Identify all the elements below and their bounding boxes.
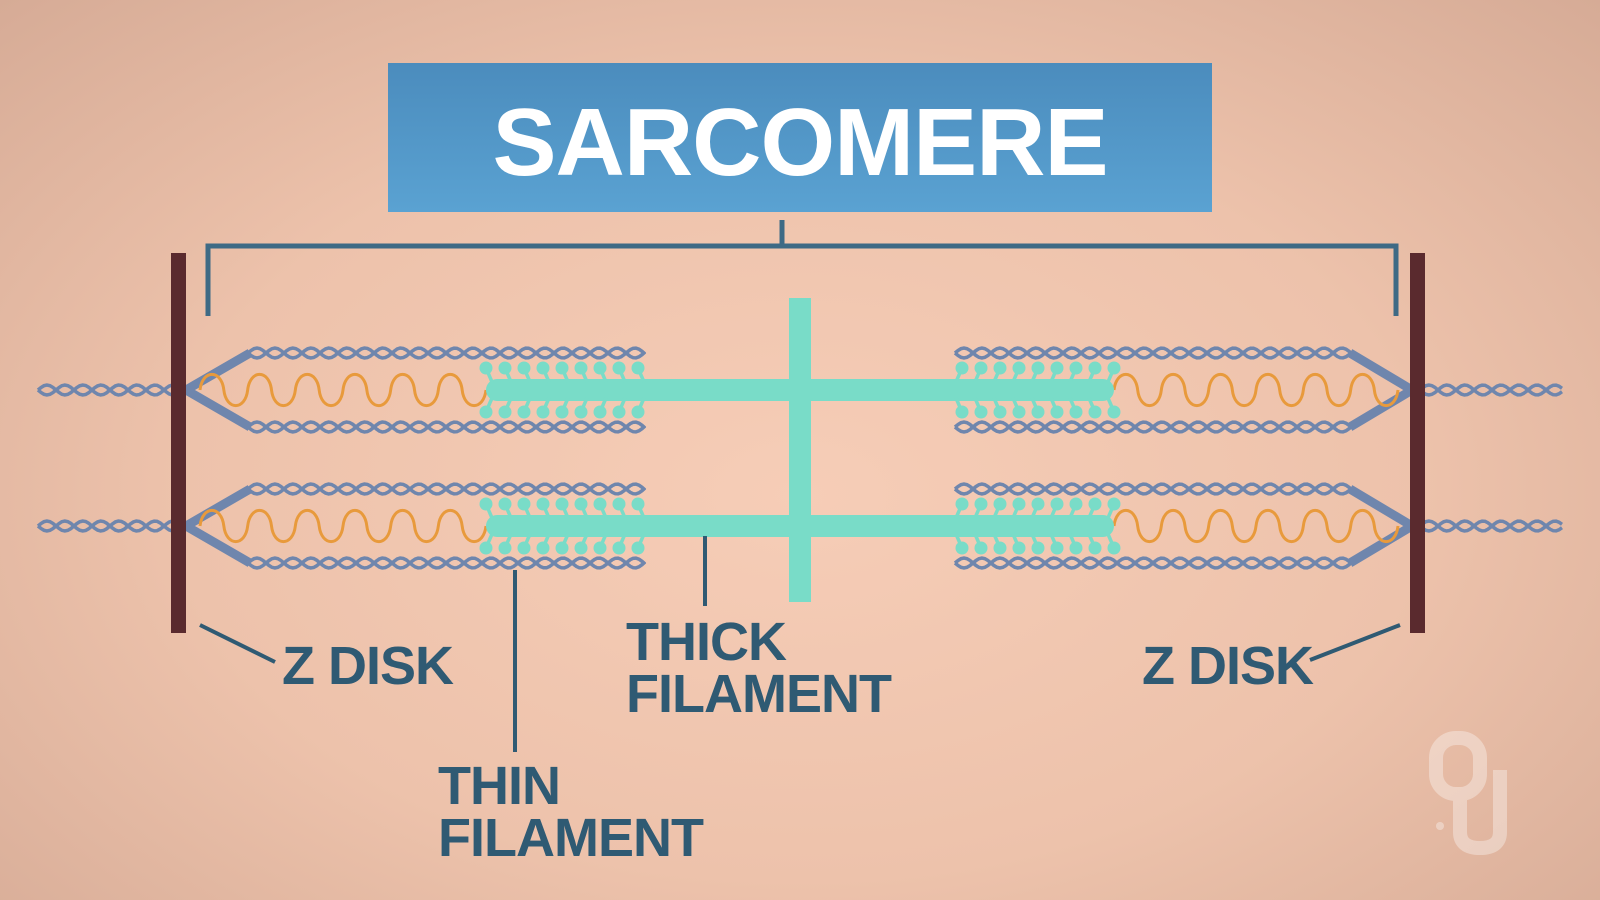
thin-filament-left-top-1 bbox=[246, 482, 647, 496]
title-banner: SARCOMERE bbox=[388, 63, 1212, 212]
myosin-heads-right-0 bbox=[954, 361, 1121, 419]
titin-left-0 bbox=[198, 372, 488, 408]
z-disk-left bbox=[171, 253, 186, 633]
leader-z-disk-left bbox=[199, 623, 276, 664]
z-connector-left-1 bbox=[181, 485, 253, 567]
label-z-disk-left: Z DISK bbox=[282, 636, 454, 696]
titin-right-0 bbox=[1112, 372, 1400, 408]
titin-left-1 bbox=[198, 508, 488, 544]
ou-logo-watermark bbox=[1429, 731, 1507, 855]
z-disk-right bbox=[1410, 253, 1425, 633]
z-connector-left-0 bbox=[181, 349, 253, 431]
myosin-heads-left-1 bbox=[479, 497, 646, 555]
m-line bbox=[789, 298, 811, 602]
thin-filament-left-bottom-0 bbox=[246, 420, 647, 434]
leader-z-disk-right bbox=[1309, 623, 1401, 662]
thin-filament-left-outer-1 bbox=[36, 519, 179, 533]
z-connector-right-0 bbox=[1347, 349, 1417, 431]
z-connector-right-1 bbox=[1347, 485, 1417, 567]
thin-filament-right-outer-1 bbox=[1418, 519, 1564, 533]
myosin-heads-right-1 bbox=[954, 497, 1121, 555]
thin-filament-right-outer-0 bbox=[1418, 383, 1564, 397]
thin-filament-right-top-1 bbox=[953, 482, 1354, 496]
sarcomere-bracket bbox=[205, 220, 1399, 316]
label-thin-filament-line1: THIN bbox=[438, 756, 560, 816]
label-thick-filament-line2: FILAMENT bbox=[626, 664, 892, 724]
label-z-disk-right: Z DISK bbox=[1142, 636, 1314, 696]
thin-filament-left-top-0 bbox=[246, 346, 647, 360]
thin-filament-left-bottom-1 bbox=[246, 556, 647, 570]
myosin-heads-left-0 bbox=[479, 361, 646, 419]
thin-filament-left-outer-0 bbox=[36, 383, 179, 397]
label-thin-filament-line2: FILAMENT bbox=[438, 808, 704, 868]
label-thick-filament-line1: THICK bbox=[626, 612, 787, 672]
thin-filament-right-top-0 bbox=[953, 346, 1354, 360]
leader-lines bbox=[199, 536, 1401, 752]
title-text: SARCOMERE bbox=[492, 89, 1107, 196]
title-box bbox=[388, 63, 1212, 212]
thin-filament-right-bottom-1 bbox=[953, 556, 1354, 570]
titin-right-1 bbox=[1112, 508, 1400, 544]
thin-filament-right-bottom-0 bbox=[953, 420, 1354, 434]
titin-springs bbox=[198, 372, 1400, 544]
